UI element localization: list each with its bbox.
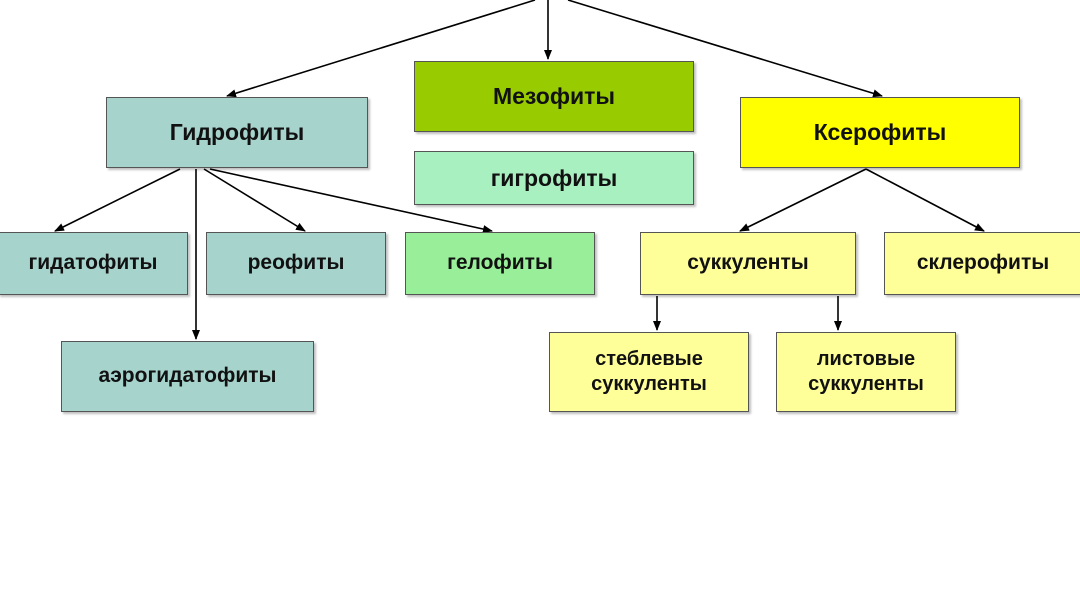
node-mesophytes: Мезофиты [414, 61, 694, 132]
node-sclerophytes-label: склерофиты [916, 251, 1050, 275]
arrow-hydrophytes-to-helophytes [209, 168, 493, 233]
node-succulents: суккуленты [640, 232, 856, 295]
node-hydrophytes: Гидрофиты [106, 97, 368, 168]
node-aerohydatophytes: аэрогидатофиты [61, 341, 314, 412]
node-hydrophytes-label: Гидрофиты [169, 119, 305, 146]
node-rheophytes-label: реофиты [247, 251, 345, 275]
arrow-root-to-hydrophytes [226, 0, 536, 98]
node-leaf-succulents-label: листовые суккуленты [808, 348, 924, 395]
node-hygrophytes: гигрофиты [414, 151, 694, 205]
node-stem-succulents-label: стеблевые суккуленты [591, 348, 707, 395]
node-hydatophytes: гидатофиты [0, 232, 188, 295]
node-xerophytes: Ксерофиты [740, 97, 1020, 168]
node-hydatophytes-label: гидатофиты [28, 251, 158, 275]
node-sclerophytes: склерофиты [884, 232, 1080, 295]
node-rheophytes: реофиты [206, 232, 386, 295]
arrow-root-to-xerophytes [567, 0, 883, 98]
node-leaf-succulents: листовые суккуленты [776, 332, 956, 412]
node-helophytes-label: гелофиты [447, 251, 553, 275]
node-aerohydatophytes-label: аэрогидатофиты [98, 364, 277, 388]
node-hygrophytes-label: гигрофиты [490, 164, 618, 191]
node-stem-succulents: стеблевые суккуленты [549, 332, 749, 412]
arrow-xerophytes-to-succulents [739, 168, 867, 232]
node-helophytes: гелофиты [405, 232, 595, 295]
arrow-xerophytes-to-sclerophytes [865, 168, 985, 232]
node-mesophytes-label: Мезофиты [492, 83, 616, 110]
node-succulents-label: суккуленты [687, 251, 809, 275]
node-xerophytes-label: Ксерофиты [813, 119, 947, 146]
arrow-hydrophytes-to-rheophytes [203, 168, 306, 232]
arrow-hydrophytes-to-hydatophytes [54, 168, 181, 232]
